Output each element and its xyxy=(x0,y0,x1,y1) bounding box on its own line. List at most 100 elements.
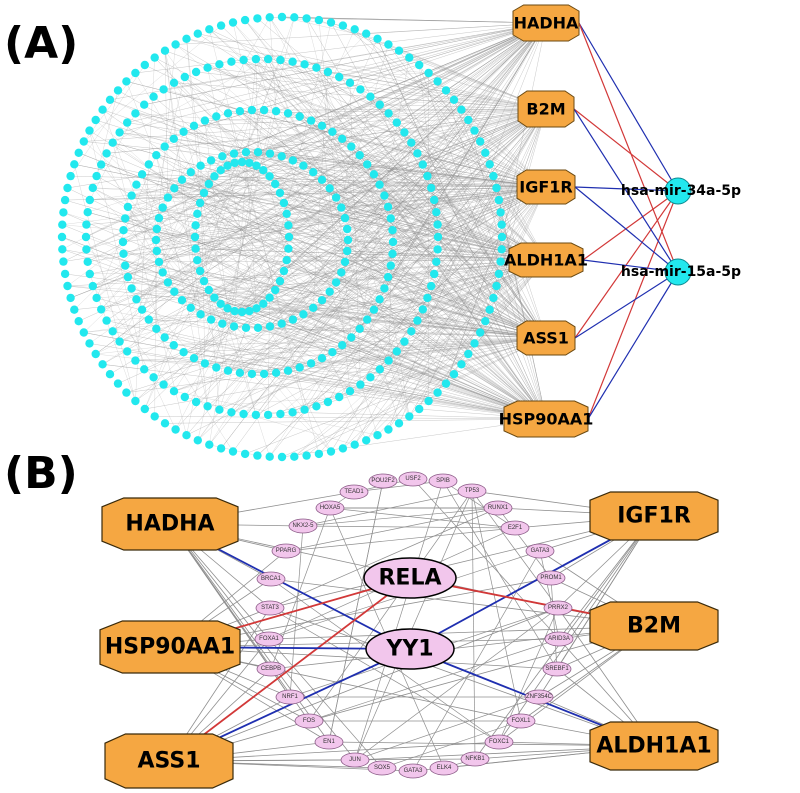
mirna-dot xyxy=(337,203,346,212)
internal-edge xyxy=(222,111,277,324)
tf-ellipse xyxy=(543,600,573,616)
internal-edge xyxy=(144,165,257,410)
mirna-dot xyxy=(441,379,451,388)
mirna-dot xyxy=(413,316,422,325)
mirna-dot xyxy=(400,337,409,346)
gene-node-hsp90aa1: HSP90AA1 xyxy=(499,400,593,438)
mirna-dot xyxy=(85,339,94,348)
mirna-dot xyxy=(218,152,227,161)
tf-tf-edge xyxy=(354,480,444,761)
gene-edge xyxy=(377,38,547,420)
mirna-dot xyxy=(170,287,179,296)
tf-ellipse xyxy=(500,520,530,536)
internal-edge xyxy=(245,152,257,309)
internal-edge xyxy=(89,130,163,273)
mirna-node-hsa-mir-15a-5p: hsa-mir-15a-5p xyxy=(621,258,741,286)
internal-edge xyxy=(220,303,270,457)
gene-edge xyxy=(106,153,547,339)
internal-edge xyxy=(342,138,503,238)
gene-edge xyxy=(373,22,547,175)
internal-edge xyxy=(174,183,276,292)
gene-edge xyxy=(419,64,547,261)
mirna-dot xyxy=(251,54,261,64)
mirna-dot xyxy=(137,170,147,179)
internal-edge xyxy=(200,165,206,364)
mirna-dot xyxy=(235,368,245,377)
mirna-dot xyxy=(205,440,214,449)
gene-edge xyxy=(101,108,547,310)
mirna-dot xyxy=(83,257,92,266)
mirna-dot xyxy=(369,170,379,179)
mirna-dot xyxy=(171,40,180,49)
tf-label-stat3: STAT3 xyxy=(261,605,279,611)
internal-edge xyxy=(216,241,394,368)
tf-tf-edge xyxy=(381,720,522,769)
mirna-dot xyxy=(191,244,200,253)
mirna-dot xyxy=(58,245,67,254)
gene-edge xyxy=(127,276,547,339)
mirna-dot xyxy=(317,121,327,130)
tf-tf-edge xyxy=(269,507,499,609)
panel-a-color-edges xyxy=(573,22,679,420)
mirna-dot xyxy=(430,195,439,205)
mirna-dot xyxy=(388,226,397,235)
mirna-dot xyxy=(302,451,311,460)
gene-edge xyxy=(241,108,547,163)
gene-edge xyxy=(257,108,547,328)
internal-edge xyxy=(63,212,475,344)
internal-edge xyxy=(269,17,293,62)
internal-edge xyxy=(119,132,499,201)
mirna-dot xyxy=(160,333,169,342)
tf-ellipse xyxy=(368,473,398,489)
gene-edge xyxy=(313,307,547,339)
mirna-dot xyxy=(154,257,164,267)
tf-node-gata3: GATA3 xyxy=(398,763,428,779)
gene-octagon xyxy=(512,4,580,42)
mirna-dot xyxy=(265,172,274,181)
mirna-dot xyxy=(497,232,507,242)
mirna-dot xyxy=(108,138,117,147)
gene-edge xyxy=(173,138,547,188)
mirna-dot xyxy=(492,281,501,291)
mirna-dot xyxy=(384,109,393,118)
internal-edge xyxy=(186,38,256,60)
internal-edge xyxy=(141,174,175,292)
mirna-dot xyxy=(497,245,506,254)
mirna-dot xyxy=(400,128,409,137)
tf-node-foxl1: FOXL1 xyxy=(506,713,536,729)
mirna-dot xyxy=(223,304,232,313)
internal-edge xyxy=(269,326,400,424)
internal-edge xyxy=(101,33,367,310)
gene-edge xyxy=(336,282,547,339)
tf-node-foxc1: FOXC1 xyxy=(484,734,514,750)
mirna-dot xyxy=(88,281,98,291)
mirna-dot xyxy=(85,269,95,279)
mirna-dot xyxy=(235,107,245,116)
mirna-dot xyxy=(57,232,67,242)
internal-edge xyxy=(287,99,455,114)
gene-edge xyxy=(127,108,547,208)
internal-edge xyxy=(135,360,312,364)
mirna-dot xyxy=(215,60,224,69)
mirna-dot xyxy=(144,160,153,169)
gene-octagon xyxy=(104,733,234,789)
mirna-dot xyxy=(180,72,189,82)
tf-ellipse xyxy=(271,543,301,559)
mirna-dot xyxy=(423,293,432,303)
mirna-dot xyxy=(494,269,504,279)
mirna-dot xyxy=(300,60,309,69)
internal-edge xyxy=(61,236,312,364)
gene-edge xyxy=(123,253,547,261)
mirna-dot xyxy=(159,85,168,94)
internal-edge xyxy=(106,131,333,154)
mirna-dot xyxy=(193,29,202,38)
gene-edge xyxy=(74,259,547,310)
mirna-dot xyxy=(449,370,459,379)
tf-label-pparg: PPARG xyxy=(276,548,297,554)
mirna-dot xyxy=(288,156,298,165)
gene-edge xyxy=(173,337,547,346)
internal-edge xyxy=(127,162,250,208)
mirna-dot xyxy=(123,347,132,356)
mirna-dot xyxy=(189,121,199,130)
